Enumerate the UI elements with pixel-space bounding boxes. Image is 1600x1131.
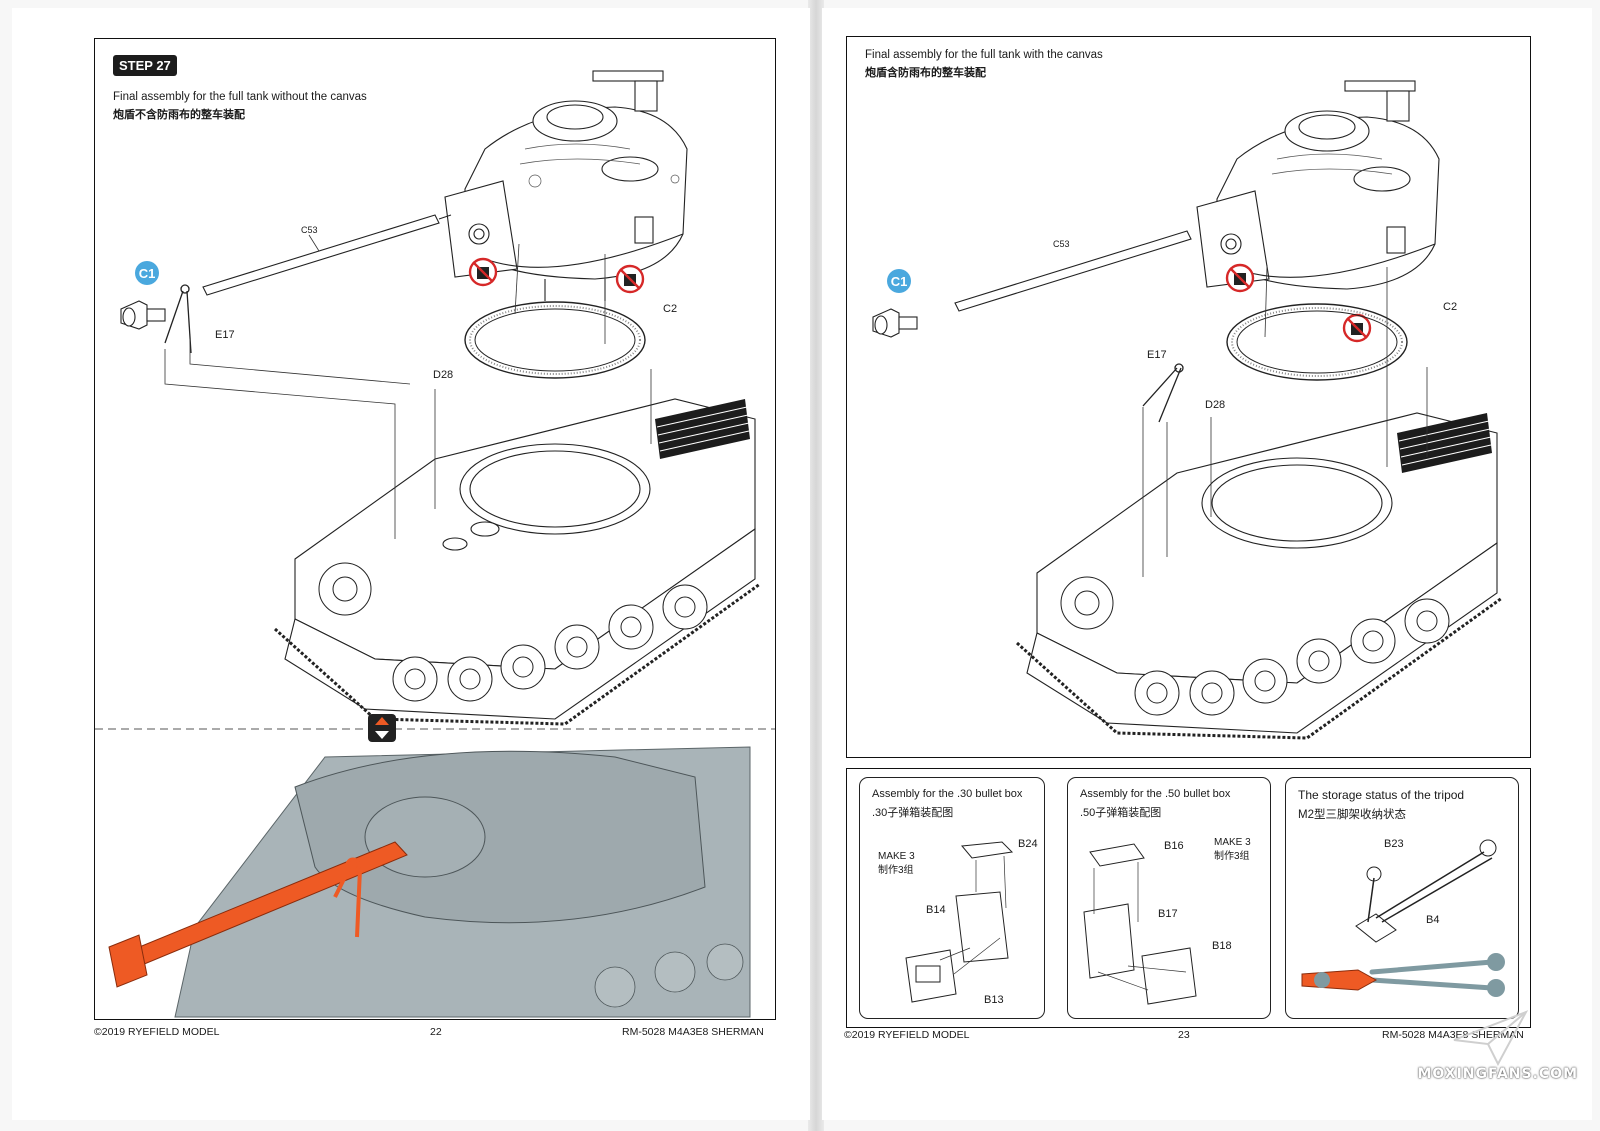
turret-drawing <box>444 70 688 301</box>
watermark: MOXINGFANS.COM <box>1417 1066 1578 1082</box>
label-c2: C2 <box>663 303 678 315</box>
box50-panel: Assembly for the .50 bullet box .50子弹箱装配… <box>1067 777 1271 1019</box>
caption-en: Final assembly for the full tank without… <box>113 91 367 103</box>
part-callout-bubble: C1 <box>135 261 159 285</box>
box50-drawing <box>1083 843 1197 1005</box>
barrel-c53 <box>202 214 452 296</box>
tripod-title-en: The storage status of the tripod <box>1298 788 1465 802</box>
no-glue-icon <box>615 264 645 294</box>
label-e17: E17 <box>1147 349 1167 361</box>
box30-title-zh: .30子弹箱装配图 <box>872 807 954 819</box>
caption-zh: 炮盾不含防雨布的整车装配 <box>113 109 245 121</box>
tripod-drawing <box>1355 839 1497 943</box>
assembly-leader-lines <box>1142 264 1428 577</box>
bracket-e17 <box>1142 363 1184 423</box>
box50-make: MAKE 3 制作3组 <box>1214 836 1251 864</box>
subassembly-frame: Assembly for the .30 bullet box .30子弹箱装配… <box>846 768 1531 1028</box>
turret-ring-c2 <box>464 301 646 379</box>
binding-gutter <box>808 0 824 1131</box>
label-e17: E17 <box>215 329 235 341</box>
swap-view-icon <box>368 714 396 742</box>
tripod-preview-render <box>1292 950 1512 1012</box>
muzzle-brake-c1 <box>120 300 166 330</box>
label-b16: B16 <box>1164 840 1184 852</box>
make-en: MAKE 3 <box>878 851 915 862</box>
label-b14: B14 <box>926 904 946 916</box>
paper-plane-logo <box>1453 1010 1529 1067</box>
no-glue-icon <box>1342 313 1372 343</box>
footer-product: RM-5028 M4A3E8 SHERMAN <box>622 1026 764 1038</box>
full-tank-frame: Final assembly for the full tank with th… <box>846 36 1531 758</box>
make-zh: 制作3组 <box>1214 851 1250 862</box>
leader-c53 <box>308 234 320 252</box>
box30-drawing <box>905 841 1014 1003</box>
hull-drawing <box>273 398 761 726</box>
label-b17: B17 <box>1158 908 1178 920</box>
make-zh: 制作3组 <box>878 865 914 876</box>
hull-drawing <box>1015 412 1503 740</box>
label-c53: C53 <box>1053 239 1070 249</box>
label-d28: D28 <box>1205 399 1226 411</box>
part-callout-bubble: C1 <box>887 269 911 293</box>
label-b24: B24 <box>1018 838 1038 850</box>
footer-page-number: 22 <box>430 1026 442 1038</box>
step27-frame: STEP 27 Final assembly for the full tank… <box>94 38 776 1020</box>
footer-copyright: ©2019 RYEFIELD MODEL <box>844 1029 970 1041</box>
label-b23: B23 <box>1384 838 1404 850</box>
barrel-c53 <box>954 230 1192 312</box>
step-badge: STEP 27 <box>113 55 177 76</box>
label-d28: D28 <box>433 369 454 381</box>
turret-drawing <box>1196 80 1440 290</box>
label-b13: B13 <box>984 994 1004 1006</box>
caption-zh: 炮盾含防雨布的整车装配 <box>865 67 986 79</box>
label-b18: B18 <box>1212 940 1232 952</box>
footer-product: RM-5028 M4A3E8 SHERMAN <box>1382 1029 1524 1041</box>
right-page: Final assembly for the full tank with th… <box>822 8 1592 1120</box>
caption-en: Final assembly for the full tank with th… <box>865 49 1103 61</box>
box30-panel: Assembly for the .30 bullet box .30子弹箱装配… <box>859 777 1045 1019</box>
tripod-panel: The storage status of the tripod M2型三脚架收… <box>1285 777 1519 1019</box>
footer-page-number: 23 <box>1178 1029 1190 1041</box>
label-c53: C53 <box>301 225 318 235</box>
label-c2: C2 <box>1443 301 1458 313</box>
box50-title-en: Assembly for the .50 bullet box <box>1080 788 1231 800</box>
box50-title-zh: .50子弹箱装配图 <box>1080 807 1162 819</box>
label-b4: B4 <box>1426 914 1440 926</box>
footer-copyright: ©2019 RYEFIELD MODEL <box>94 1026 220 1038</box>
preview-render <box>95 746 751 1018</box>
box30-title-en: Assembly for the .30 bullet box <box>872 788 1023 800</box>
muzzle-brake-c1 <box>872 308 918 338</box>
tripod-title-zh: M2型三脚架收纳状态 <box>1298 809 1406 821</box>
section-divider <box>95 728 775 730</box>
no-glue-icon <box>1225 263 1255 293</box>
turret-ring-c2 <box>1226 303 1408 381</box>
box30-make: MAKE 3 制作3组 <box>878 850 915 878</box>
make-en: MAKE 3 <box>1214 837 1251 848</box>
no-glue-icon <box>468 257 498 287</box>
assembly-leader-lines <box>164 243 652 539</box>
left-page: STEP 27 Final assembly for the full tank… <box>12 8 810 1120</box>
